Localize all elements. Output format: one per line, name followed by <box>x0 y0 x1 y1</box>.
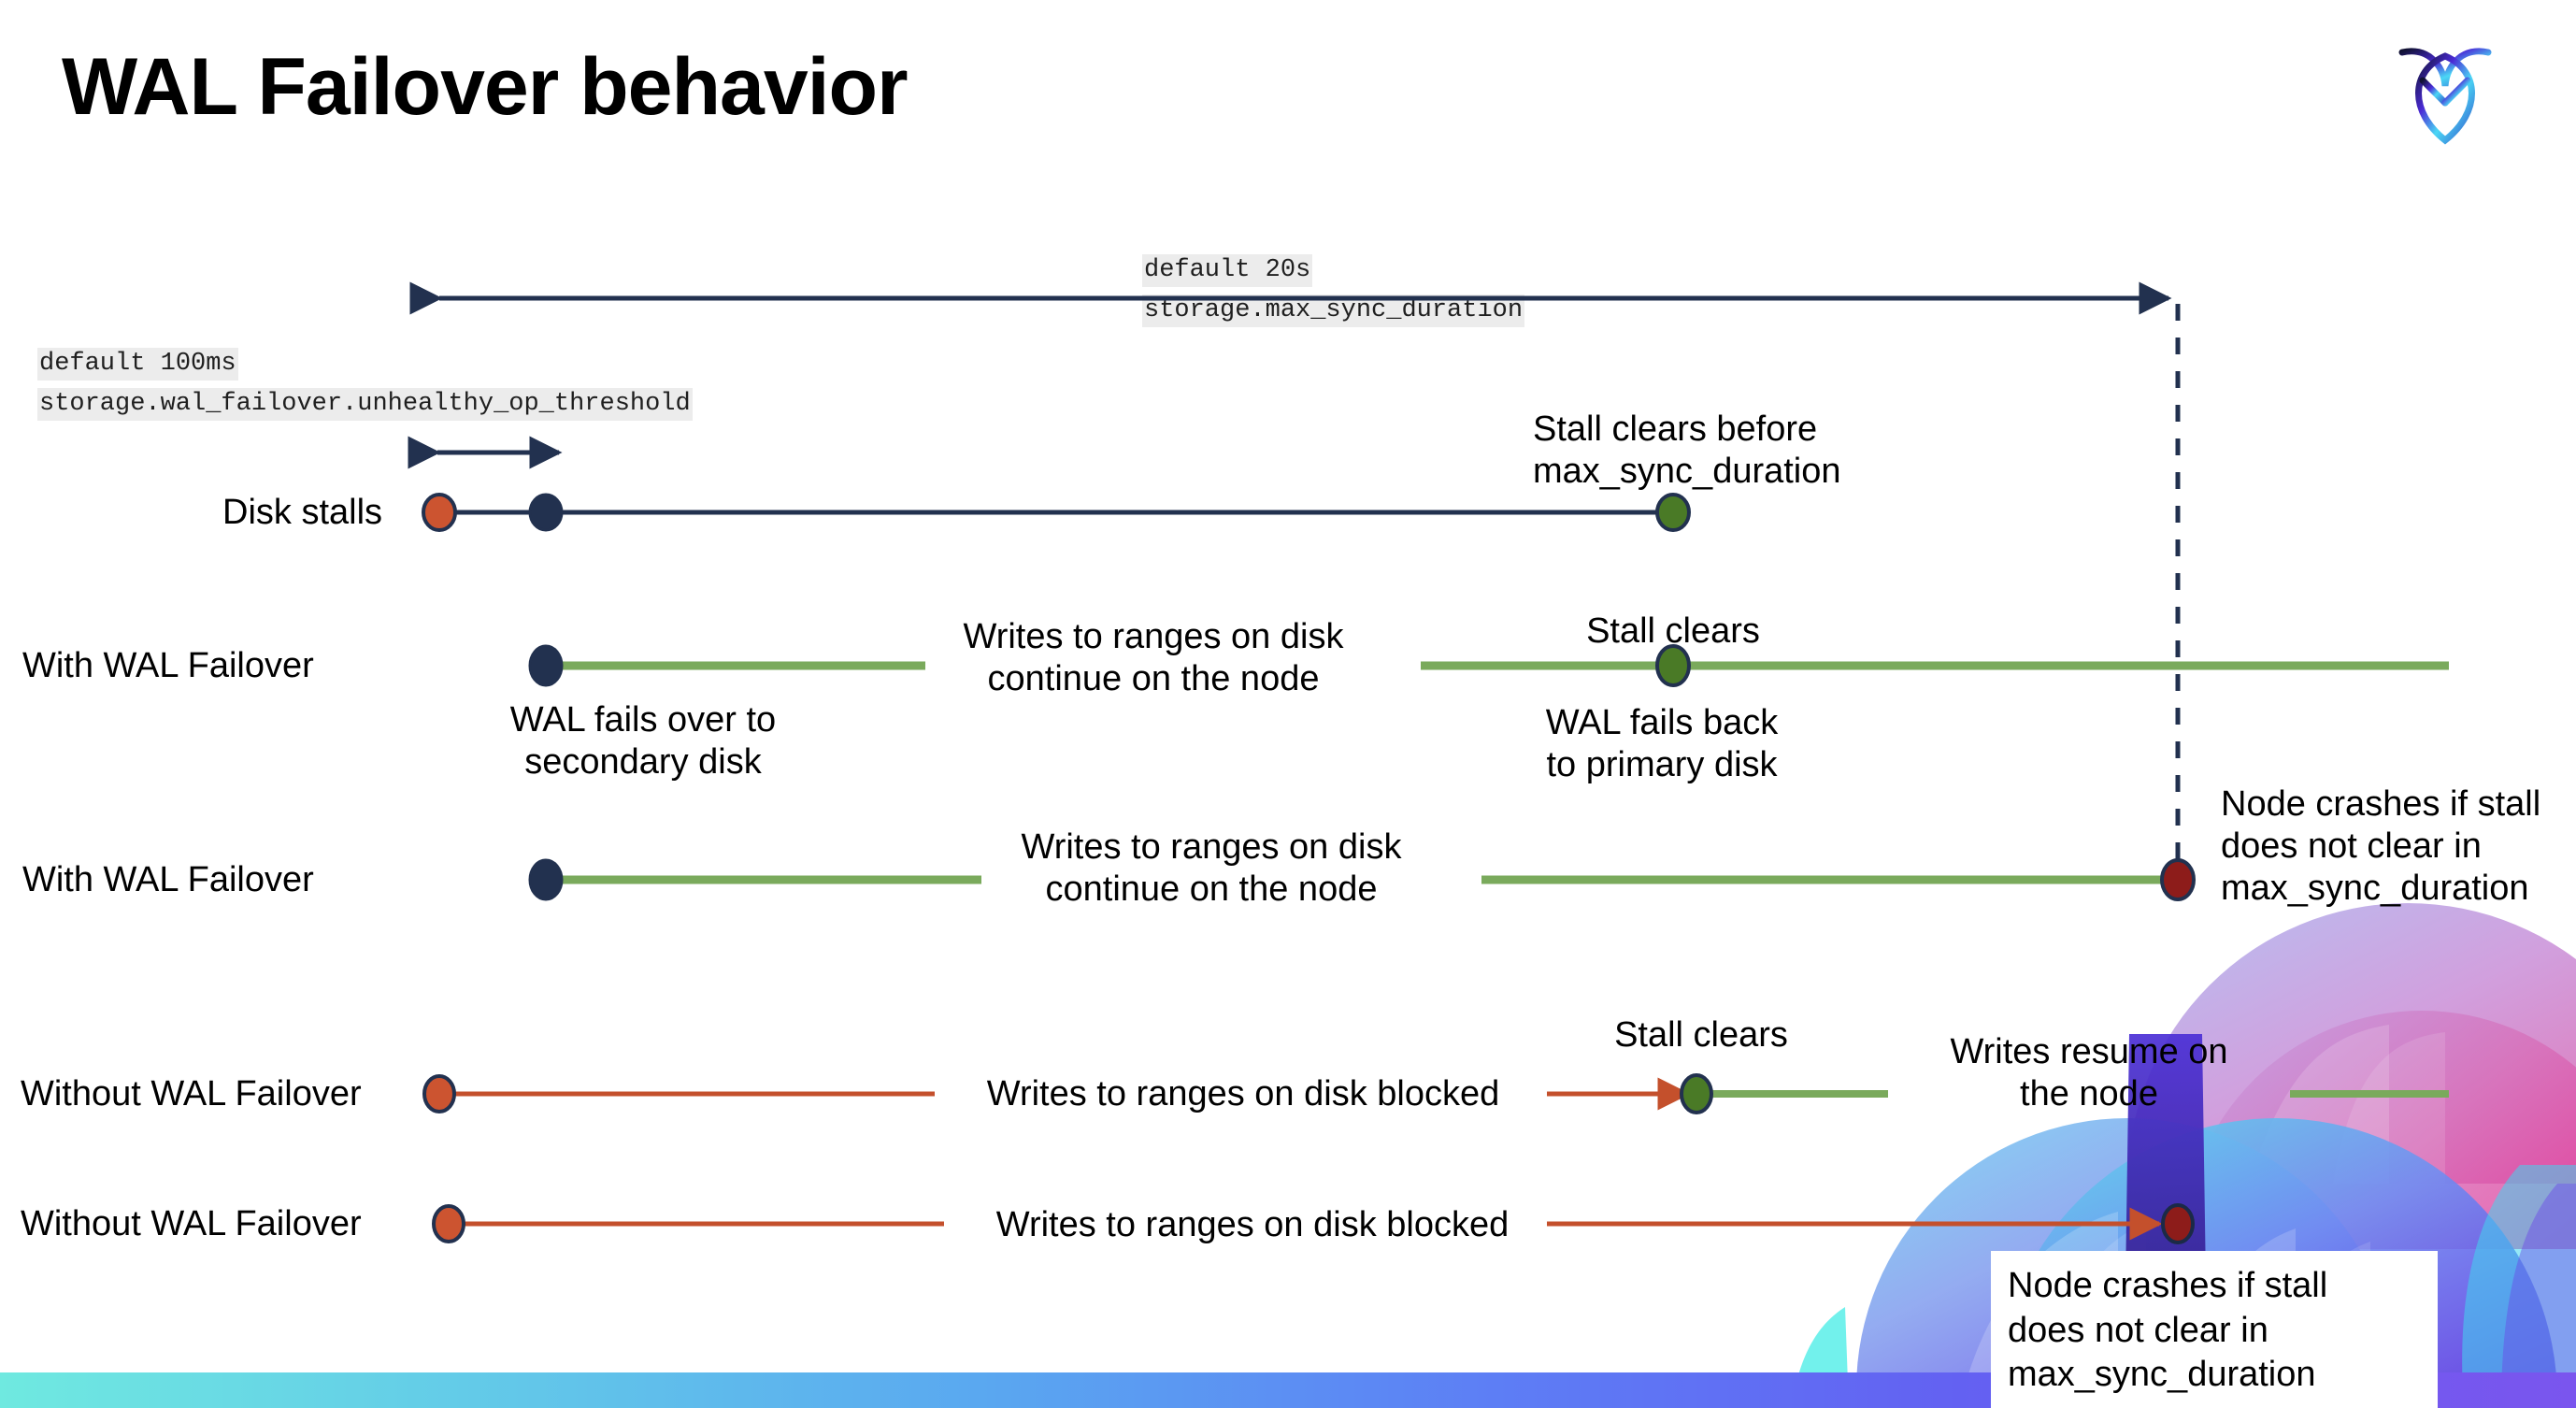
failover-trigger-dot <box>528 493 564 532</box>
note-wal-fails-back-line1: WAL fails back <box>1545 703 1779 742</box>
callout-node-crashes-row5: Node crashes if stall does not clear in … <box>1991 1251 2438 1408</box>
wal-failover-start-dot <box>528 644 564 687</box>
callout-node-crashes-row5-line3: max_sync_duration <box>2008 1355 2316 1394</box>
stall-clears-dot <box>1680 1073 1713 1114</box>
note-writes-resume-line1: Writes resume on <box>1950 1032 2228 1071</box>
row-with-wal-failover-2-timeline <box>528 858 2196 901</box>
note-writes-blocked-2: Writes to ranges on disk blocked <box>995 1205 1510 1244</box>
unhealthy-op-threshold-default: default 100ms <box>37 348 238 381</box>
note-stall-clears-before-line2: max_sync_duration <box>1533 451 1841 491</box>
note-writes-continue-2: Writes to ranges on disk continue on the… <box>1006 826 1417 911</box>
row-disk-stalls-timeline <box>422 493 1691 532</box>
row-label-without-wal-failover-1: Without WAL Failover <box>21 1074 362 1113</box>
note-node-crashes-row3-line3: max_sync_duration <box>2221 868 2529 908</box>
node-crash-dot <box>2160 858 2196 901</box>
note-node-crashes-row3: Node crashes if stall does not clear in … <box>2221 783 2576 909</box>
note-wal-fails-over: WAL fails over to secondary disk <box>484 699 802 783</box>
row-label-disk-stalls: Disk stalls <box>222 493 383 532</box>
note-stall-clears-before-line1: Stall clears before <box>1533 409 1818 449</box>
note-stall-clears-row2: Stall clears <box>1586 611 1760 651</box>
note-writes-continue-2-line2: continue on the node <box>1045 869 1378 909</box>
note-wal-fails-over-line2: secondary disk <box>524 741 762 782</box>
row-without-wal-failover-1-timeline <box>422 1073 2449 1114</box>
note-node-crashes-row3-line2: does not clear in <box>2221 826 2482 866</box>
note-wal-fails-over-line1: WAL fails over to <box>509 700 777 740</box>
stall-start-dot <box>422 493 457 532</box>
row-label-with-wal-failover-1: With WAL Failover <box>22 646 314 685</box>
note-writes-continue-1-line2: continue on the node <box>987 658 1320 698</box>
note-stall-clears-row4: Stall clears <box>1614 1015 1788 1055</box>
max-sync-duration-default-text: default 20s <box>1142 254 1313 287</box>
stall-clears-dot <box>1655 493 1691 532</box>
unhealthy-op-threshold-default-text: default 100ms <box>37 348 238 381</box>
note-wal-fails-back: WAL fails back to primary disk <box>1522 702 1802 786</box>
note-writes-resume: Writes resume on the node <box>1935 1031 2243 1115</box>
max-sync-duration-default: default 20s <box>1142 254 1313 287</box>
stall-start-dot <box>432 1204 465 1243</box>
row-label-without-wal-failover-2: Without WAL Failover <box>21 1204 362 1243</box>
note-stall-clears-before: Stall clears before max_sync_duration <box>1533 409 1841 493</box>
unhealthy-op-threshold-setting: storage.wal_failover.unhealthy_op_thresh… <box>37 388 693 421</box>
note-wal-fails-back-line2: to primary disk <box>1546 744 1778 784</box>
callout-node-crashes-row5-line2: does not clear in <box>2008 1310 2268 1350</box>
node-crash-dot <box>2161 1203 2195 1244</box>
callout-node-crashes-row5-line1: Node crashes if stall <box>2008 1266 2328 1305</box>
wal-failover-start-dot <box>528 858 564 901</box>
stall-start-dot <box>422 1074 456 1113</box>
note-node-crashes-row3-line1: Node crashes if stall <box>2221 784 2541 824</box>
row-label-with-wal-failover-2: With WAL Failover <box>22 860 314 899</box>
note-writes-continue-2-line1: Writes to ranges on disk <box>1021 827 1402 867</box>
cockroachdb-logo <box>2389 28 2501 150</box>
row-with-wal-failover-1-timeline <box>528 644 2449 687</box>
stall-clears-dot <box>1655 644 1691 687</box>
note-writes-blocked-1: Writes to ranges on disk blocked <box>986 1074 1500 1113</box>
unhealthy-op-threshold-setting-text: storage.wal_failover.unhealthy_op_thresh… <box>37 388 693 421</box>
note-writes-continue-1: Writes to ranges on disk continue on the… <box>948 616 1359 700</box>
note-writes-resume-line2: the node <box>2020 1073 2158 1113</box>
page-title: WAL Failover behavior <box>62 42 909 132</box>
row-without-wal-failover-2-timeline <box>432 1203 2195 1244</box>
note-writes-continue-1-line1: Writes to ranges on disk <box>963 617 1344 656</box>
